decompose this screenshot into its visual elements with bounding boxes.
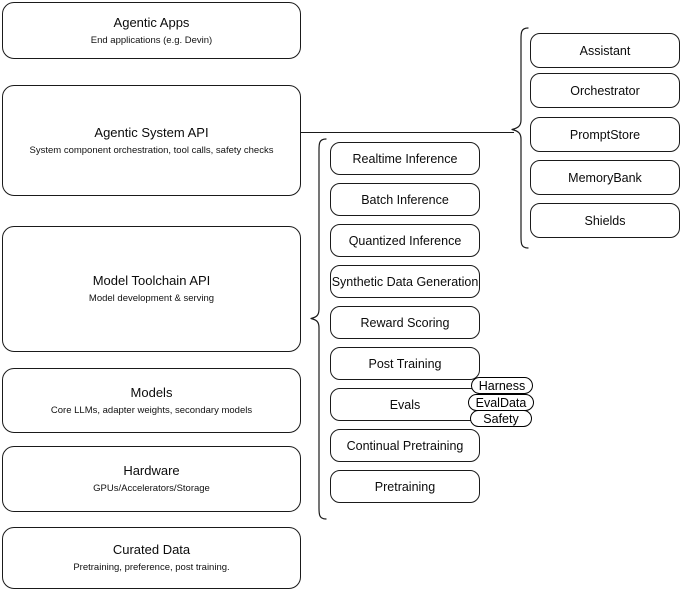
layer-title: Hardware	[123, 463, 180, 478]
layer-hardware[interactable]: Hardware GPUs/Accelerators/Storage	[2, 446, 301, 512]
brace-model-toolchain	[306, 137, 328, 521]
layer-title: Curated Data	[112, 542, 191, 557]
component-label: MemoryBank	[568, 170, 642, 185]
component-pretraining[interactable]: Pretraining	[330, 470, 480, 503]
component-continual-pretraining[interactable]: Continual Pretraining	[330, 429, 480, 462]
component-shields[interactable]: Shields	[530, 203, 680, 238]
evals-tag-label: EvalData	[475, 395, 527, 410]
component-assistant[interactable]: Assistant	[530, 33, 680, 68]
layer-subtitle: GPUs/Accelerators/Storage	[93, 483, 210, 494]
component-synthetic-data-generation[interactable]: Synthetic Data Generation	[330, 265, 480, 298]
component-label: Realtime Inference	[352, 151, 458, 166]
layer-subtitle: Core LLMs, adapter weights, secondary mo…	[50, 404, 253, 416]
evals-tag-safety[interactable]: Safety	[470, 410, 532, 427]
layer-title: Agentic Apps	[113, 14, 190, 30]
component-label: Evals	[389, 397, 421, 412]
component-batch-inference[interactable]: Batch Inference	[330, 183, 480, 216]
brace-agentic-system	[507, 26, 529, 250]
evals-tag-harness[interactable]: Harness	[471, 377, 533, 394]
component-label: Post Training	[368, 356, 442, 371]
component-realtime-inference[interactable]: Realtime Inference	[330, 142, 480, 175]
layer-subtitle: Pretraining, preference, post training.	[73, 562, 230, 573]
connector-system-api-to-components	[300, 126, 516, 140]
layer-title: Agentic System API	[94, 124, 209, 140]
component-label: Batch Inference	[361, 192, 449, 207]
evals-tag-label: Safety	[483, 411, 519, 426]
layer-agentic-apps[interactable]: Agentic Apps End applications (e.g. Devi…	[2, 2, 301, 59]
component-label: Pretraining	[374, 479, 436, 494]
layer-title: Models	[130, 384, 173, 400]
component-memorybank[interactable]: MemoryBank	[530, 160, 680, 195]
layer-models[interactable]: Models Core LLMs, adapter weights, secon…	[2, 368, 301, 433]
component-promptstore[interactable]: PromptStore	[530, 117, 680, 152]
component-post-training[interactable]: Post Training	[330, 347, 480, 380]
component-label: Assistant	[579, 43, 631, 58]
component-quantized-inference[interactable]: Quantized Inference	[330, 224, 480, 257]
component-reward-scoring[interactable]: Reward Scoring	[330, 306, 480, 339]
component-label: Shields	[584, 213, 626, 228]
layer-agentic-system-api[interactable]: Agentic System API System component orch…	[2, 85, 301, 196]
component-label: Reward Scoring	[360, 315, 450, 330]
component-evals[interactable]: Evals	[330, 388, 480, 421]
layer-subtitle: System component orchestration, tool cal…	[29, 144, 274, 156]
evals-tag-evaldata[interactable]: EvalData	[468, 394, 534, 411]
layer-subtitle: Model development & serving	[88, 293, 215, 304]
component-label: Continual Pretraining	[346, 438, 464, 453]
evals-tag-label: Harness	[478, 378, 526, 393]
component-label: Quantized Inference	[348, 233, 462, 248]
component-label: Orchestrator	[570, 83, 640, 98]
layer-curated-data[interactable]: Curated Data Pretraining, preference, po…	[2, 527, 301, 589]
layer-subtitle: End applications (e.g. Devin)	[90, 34, 213, 46]
component-label: PromptStore	[569, 127, 641, 142]
component-label: Synthetic Data Generation	[331, 274, 479, 289]
layer-model-toolchain-api[interactable]: Model Toolchain API Model development & …	[2, 226, 301, 352]
component-orchestrator[interactable]: Orchestrator	[530, 73, 680, 108]
layer-title: Model Toolchain API	[92, 273, 211, 288]
